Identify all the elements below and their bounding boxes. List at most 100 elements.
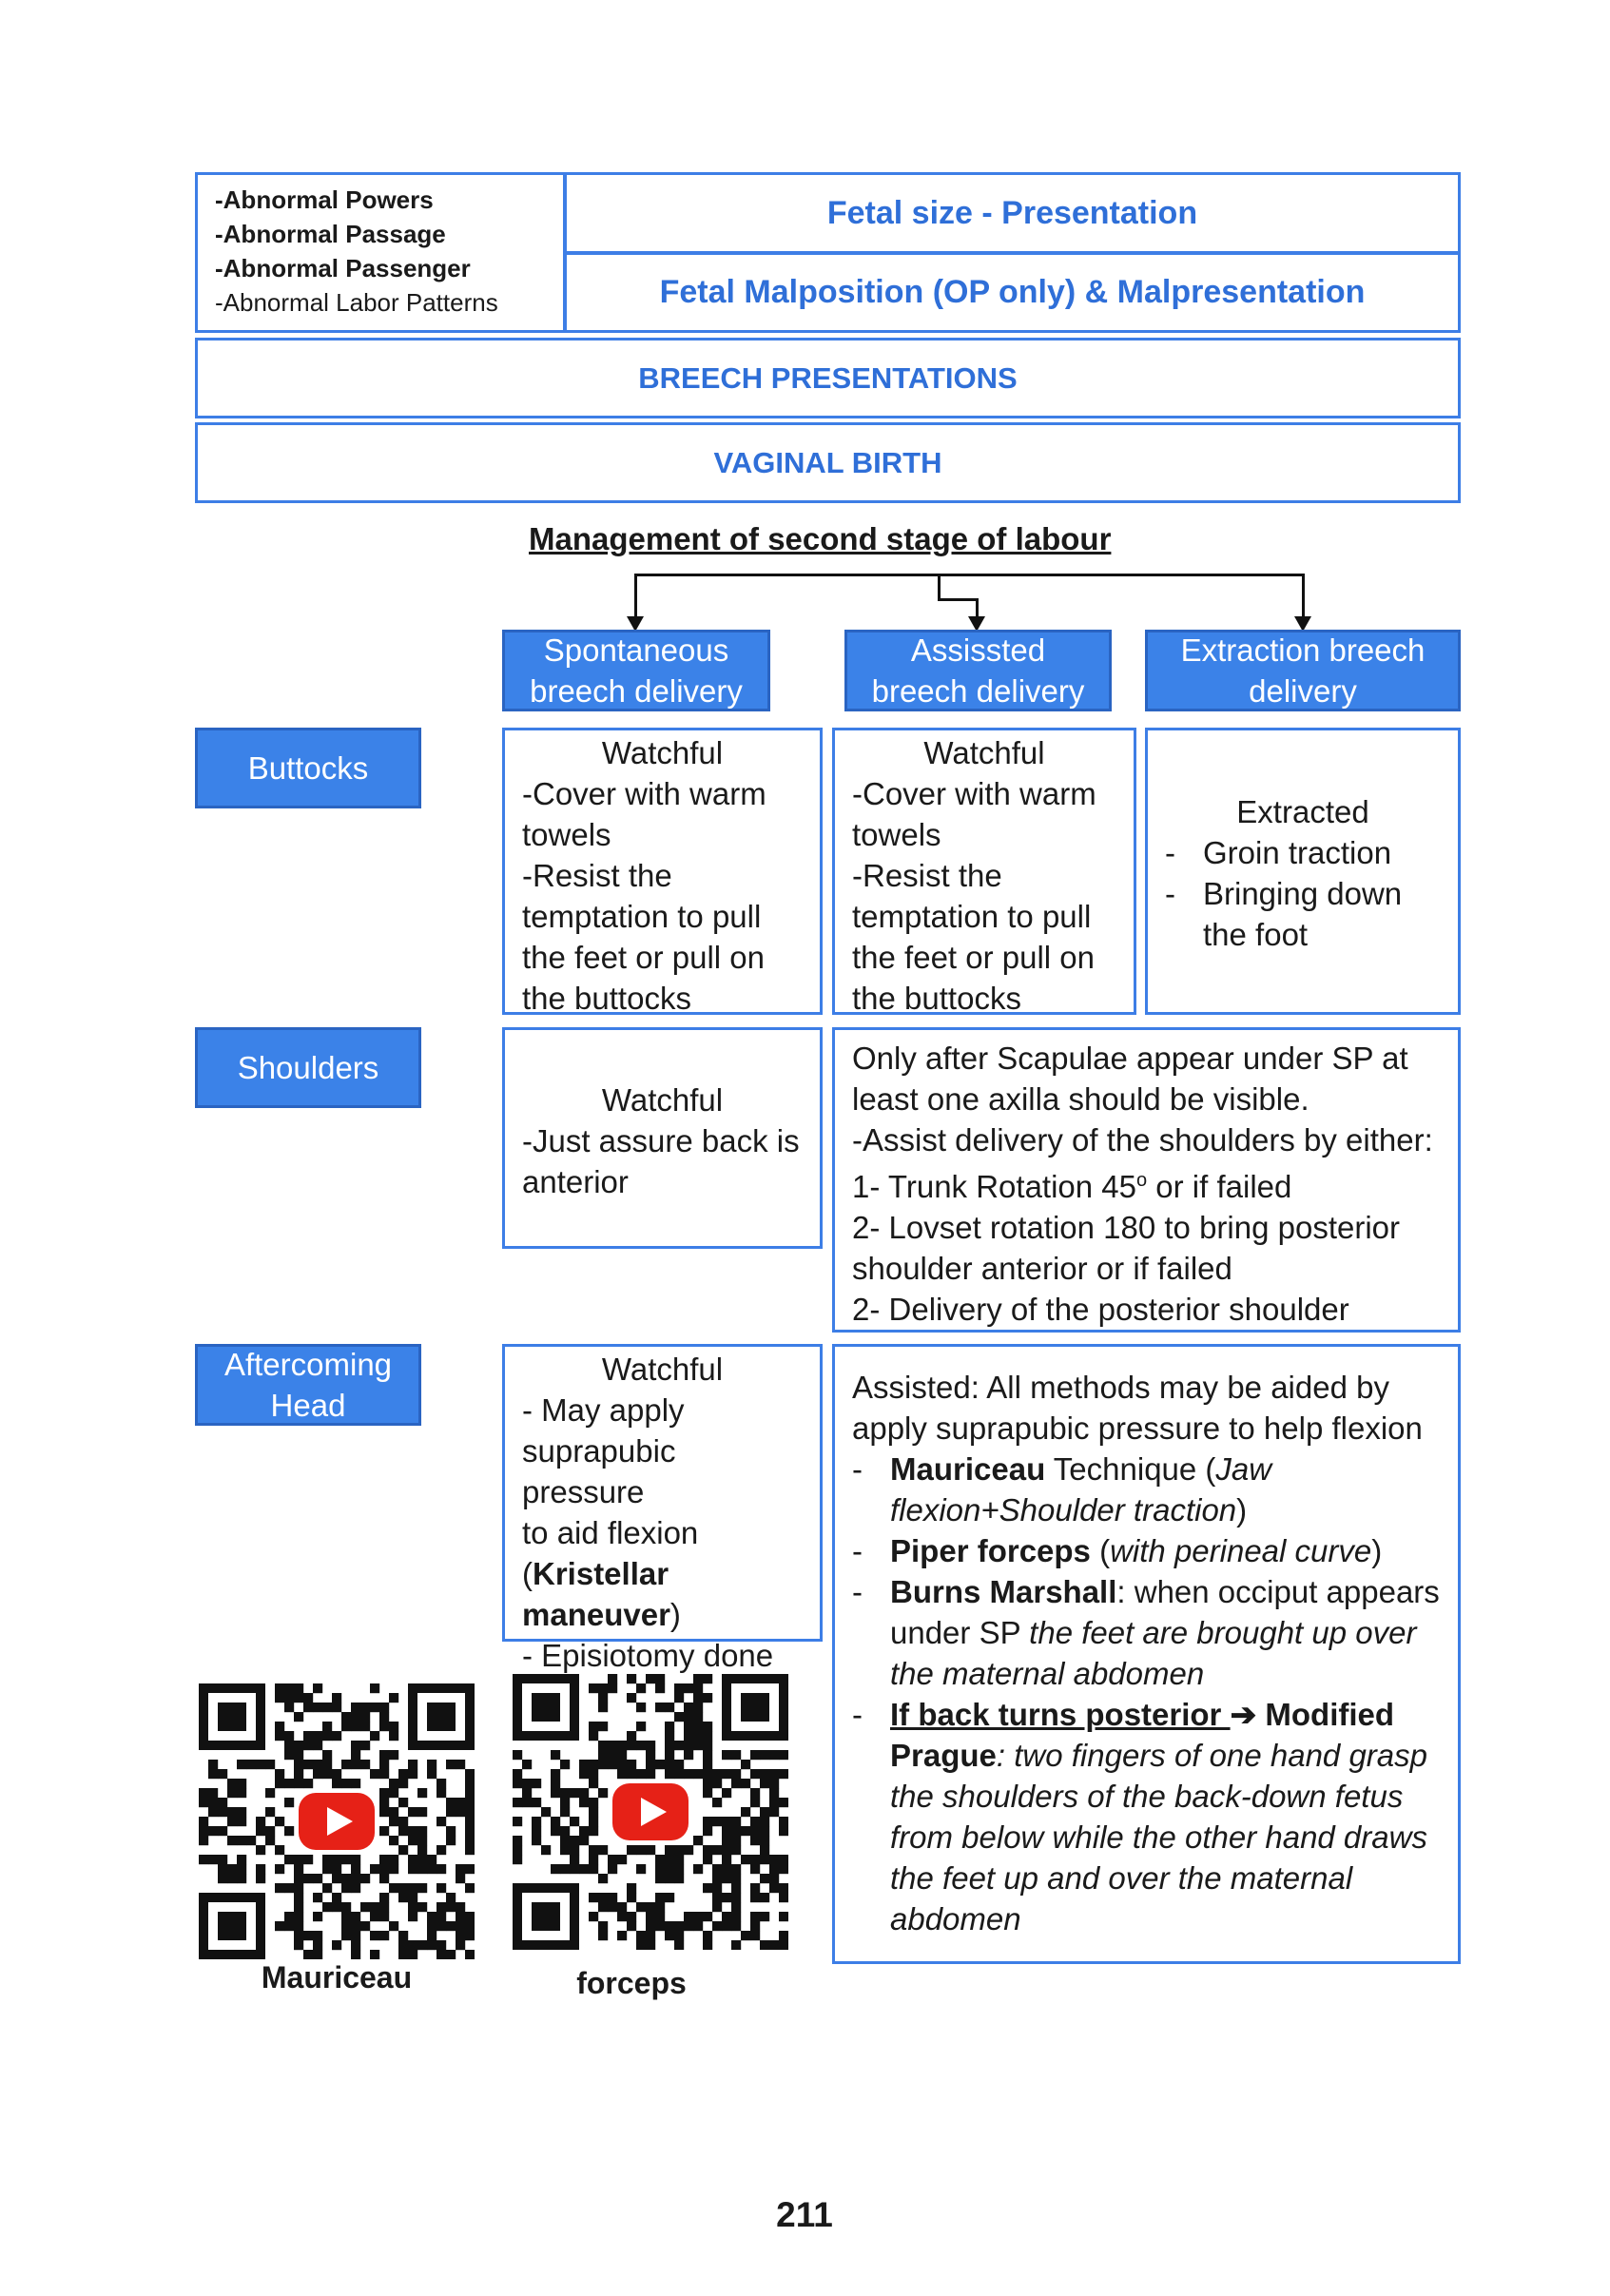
text-part: the feet are brought up over [1029,1615,1417,1650]
vaginal-title: VAGINAL BIRTH [713,445,942,479]
qr-code-mauriceau[interactable] [199,1683,475,1959]
list-item: - Groin traction [1165,832,1441,873]
text-block: If back turns posterior ➔ Modified Pragu… [890,1694,1427,1939]
malposition-box: Fetal Malposition (OP only) & Malpresent… [564,252,1461,333]
qr-code-forceps[interactable] [513,1674,788,1950]
extraction-header: Extraction breech delivery [1145,630,1461,711]
text-part: Technique ( [1045,1451,1216,1487]
assisted-header-l2: breech delivery [871,673,1085,709]
arrow-right-icon [1294,616,1311,632]
connector-left [634,574,637,619]
text-line: anterior [522,1164,629,1199]
text-part: : when occiput appears [1116,1574,1440,1609]
text-part: Jaw [1215,1451,1272,1487]
text-line: -Cover with warm [522,776,766,811]
text-part: 1- Trunk Rotation 45 [852,1169,1136,1204]
buttocks-spontaneous-cell: Watchful -Cover with warm towels -Resist… [502,728,823,1016]
text-part: Burns Marshall [890,1574,1117,1609]
abnormal-passenger: -Abnormal Passenger [215,254,471,282]
buttocks-extraction-cell: Extracted - Groin traction - Bringing do… [1145,728,1461,1015]
text-line: the buttocks [852,981,1021,1016]
abnormal-powers: -Abnormal Powers [215,185,434,214]
shoulders-spontaneous-cell: Watchful -Just assure back is anterior [502,1027,823,1249]
text-line: Watchful [601,1352,724,1387]
row-shoulders: Shoulders [195,1027,421,1108]
text-part: maneuver [522,1597,670,1632]
qr-caption-mauriceau: Mauriceau [261,1960,413,1994]
assisted-header-l1: Assissted [910,632,1046,668]
text-line: - Episiotomy done [522,1638,774,1673]
list-item: - Burns Marshall: when occiput appears u… [852,1571,1441,1694]
text-line: (Kristellar [522,1553,803,1594]
vaginal-box: VAGINAL BIRTH [195,422,1461,503]
assisted-header: Assissted breech delivery [844,630,1112,711]
text-part: from below while the other hand draws [890,1819,1427,1855]
arrow-middle-icon [968,616,985,632]
text-line: 2- Lovset rotation 180 to bring posterio… [852,1210,1401,1245]
text-line: -Just assure back is [522,1123,800,1158]
text-line: Watchful [923,735,1045,770]
text-part: Mauriceau [890,1451,1046,1487]
text-line: shoulder anterior or if failed [852,1251,1232,1286]
text-part: ) [1371,1533,1383,1568]
text-part: ) [1236,1492,1248,1527]
fetal-size-title: Fetal size - Presentation [826,194,1198,231]
text-part: under SP [890,1615,1030,1650]
text-line: 2- Delivery of the posterior shoulder [852,1292,1349,1327]
qr-modules [199,1683,475,1959]
list-item: - If back turns posterior ➔ Modified Pra… [852,1694,1441,1939]
text-block: Burns Marshall: when occiput appears und… [890,1571,1440,1694]
connector-mid-a [938,574,941,600]
text-part: with perineal curve [1110,1533,1372,1568]
text-line: the feet or pull on [522,940,766,975]
page-number: 211 [776,2195,833,2234]
text-part: ) [669,1597,681,1632]
connector-horizontal [635,574,1305,576]
row-buttocks: Buttocks [195,728,421,808]
text-line: Assisted: All methods may be aided by [852,1370,1389,1405]
text-line: Watchful [601,735,724,770]
text-line: Watchful [601,1082,724,1118]
text-line: least one axilla should be visible. [852,1081,1309,1117]
head-spontaneous-cell: Watchful - May apply suprapubic pressure… [502,1344,823,1673]
connector-mid-b [938,598,979,601]
text-part: Kristellar [533,1556,669,1591]
text-line: -Assist delivery of the shoulders by eit… [852,1122,1433,1158]
text-line: apply suprapubic pressure to help flexio… [852,1411,1423,1446]
abnormal-list-box: -Abnormal Powers -Abnormal Passage -Abno… [195,172,566,333]
dash: - [1165,835,1175,870]
breech-box: BREECH PRESENTATIONS [195,338,1461,418]
connector-mid-c [976,598,979,619]
text-line: Groin traction [1203,835,1392,870]
row-aftercoming-head: Aftercoming Head [195,1344,421,1426]
text-line: -Resist the [852,858,1002,893]
text-part: Piper forceps [890,1533,1091,1568]
spontaneous-header-l1: Spontaneous [543,632,729,668]
text-line: Extracted [1236,794,1369,829]
management-title: Management of second stage of labour [529,521,1112,556]
row-shoulders-label: Shoulders [237,1050,379,1085]
text-part: Prague [890,1738,997,1773]
row-buttocks-label: Buttocks [247,750,369,786]
text-line: - May apply [522,1392,685,1428]
head-assisted-cell: Assisted: All methods may be aided by ap… [832,1344,1461,1964]
text-line: suprapubic pressure [522,1433,676,1509]
text-part: : two fingers of one hand grasp [996,1738,1427,1773]
play-triangle [327,1807,353,1836]
text-part: abdomen [890,1901,1021,1936]
fetal-size-box: Fetal size - Presentation [564,172,1461,254]
text-block: Mauriceau Technique (Jaw flexion+Shoulde… [890,1449,1271,1530]
text-line: -Cover with warm [852,776,1096,811]
list-item: - Mauriceau Technique (Jaw flexion+Shoul… [852,1449,1441,1530]
dash: - [1165,876,1175,911]
connector-right [1302,574,1305,619]
arrow-left-icon [627,616,644,632]
text-part: ( [522,1556,533,1591]
text-line: Only after Scapulae appear under SP at [852,1041,1408,1076]
row-head-l2: Head [270,1388,346,1423]
text-part: flexion+Shoulder traction [890,1492,1237,1527]
buttocks-assisted-cell: Watchful -Cover with warm towels -Resist… [832,728,1136,1016]
text-line: temptation to pull [852,899,1092,934]
text-line: -Resist the [522,858,672,893]
extraction-header-l1: Extraction breech [1180,632,1426,668]
